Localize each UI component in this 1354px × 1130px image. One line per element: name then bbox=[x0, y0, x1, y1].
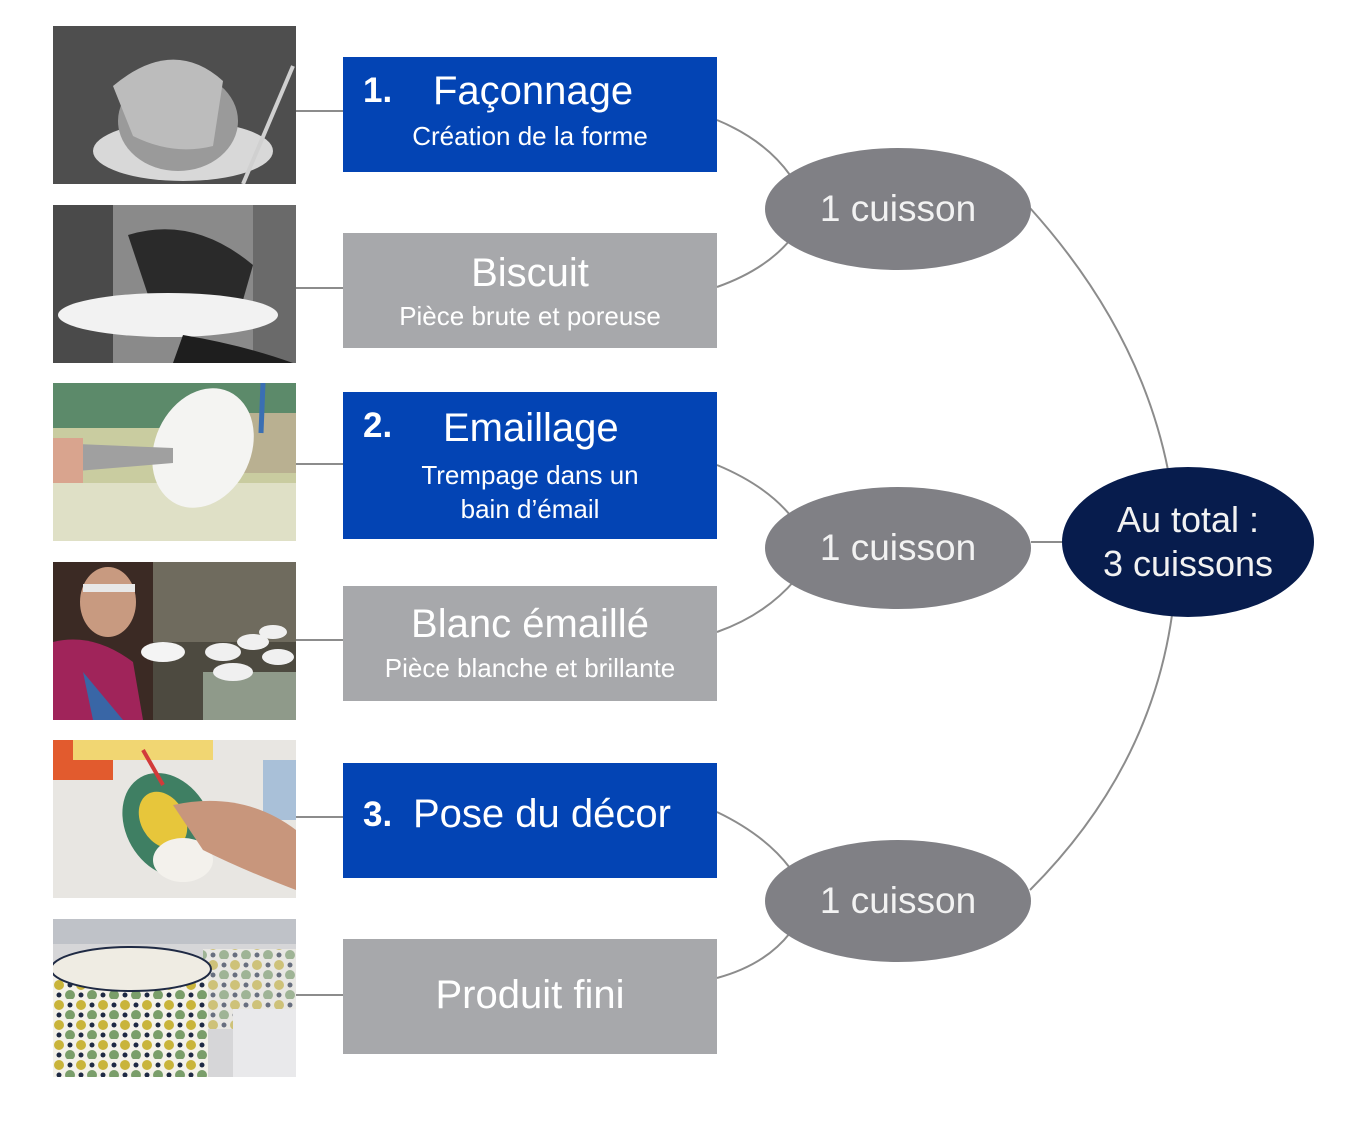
result-box-blanc-emaille: Blanc émaillé Pièce blanche et brillante bbox=[343, 586, 717, 701]
plate-dipped-in-glaze-photo bbox=[53, 383, 296, 541]
step-subtitle-line: Trempage dans un bbox=[421, 460, 639, 490]
total-connector bbox=[1029, 207, 1169, 471]
step-subtitle-line: bain d’émail bbox=[460, 494, 600, 524]
result-title: Produit fini bbox=[435, 973, 625, 1017]
box-connector bbox=[716, 119, 791, 176]
total-line-2: 3 cuissons bbox=[1102, 543, 1274, 584]
hand-holding-plate-photo bbox=[53, 205, 296, 363]
woman-inspecting-lids-photo bbox=[53, 562, 296, 720]
step-title: Pose du décor bbox=[413, 792, 671, 836]
step-number: 1. bbox=[363, 71, 393, 110]
step-title: Emaillage bbox=[443, 406, 619, 450]
step-number: 2. bbox=[363, 406, 393, 445]
box-connector bbox=[716, 811, 791, 869]
total-connector bbox=[1029, 614, 1173, 891]
box-connector bbox=[716, 464, 791, 516]
result-title: Biscuit bbox=[471, 251, 589, 295]
step-box-pose-du-decor: 3. Pose du décor bbox=[343, 763, 717, 878]
potter-hands-on-wheel-photo bbox=[53, 26, 296, 184]
firing-ellipse: 1 cuisson bbox=[765, 840, 1031, 962]
step-number: 3. bbox=[363, 795, 393, 834]
step-subtitle: Création de la forme bbox=[412, 121, 648, 151]
box-connector bbox=[716, 932, 791, 979]
box-connector bbox=[716, 239, 791, 288]
step-box-faconnage: 1. Façonnage Création de la forme bbox=[343, 57, 717, 172]
painting-mug-decor-photo bbox=[53, 740, 296, 898]
box-connector bbox=[716, 579, 796, 633]
result-box-biscuit: Biscuit Pièce brute et poreuse bbox=[343, 233, 717, 348]
result-subtitle: Pièce blanche et brillante bbox=[384, 653, 676, 683]
result-subtitle: Pièce brute et poreuse bbox=[399, 301, 661, 331]
result-box-produit-fini: Produit fini bbox=[343, 939, 717, 1054]
decorated-bowls-photo bbox=[53, 919, 296, 1077]
total-line-1: Au total : bbox=[1116, 499, 1260, 540]
step-box-emaillage: 2. Emaillage Trempage dans un bain d’éma… bbox=[343, 392, 717, 539]
step-title: Façonnage bbox=[433, 69, 634, 113]
firing-ellipse: 1 cuisson bbox=[765, 487, 1031, 609]
total-firings-ellipse: Au total : 3 cuissons bbox=[1062, 467, 1314, 617]
firing-ellipse: 1 cuisson bbox=[765, 148, 1031, 270]
result-title: Blanc émaillé bbox=[411, 602, 649, 646]
